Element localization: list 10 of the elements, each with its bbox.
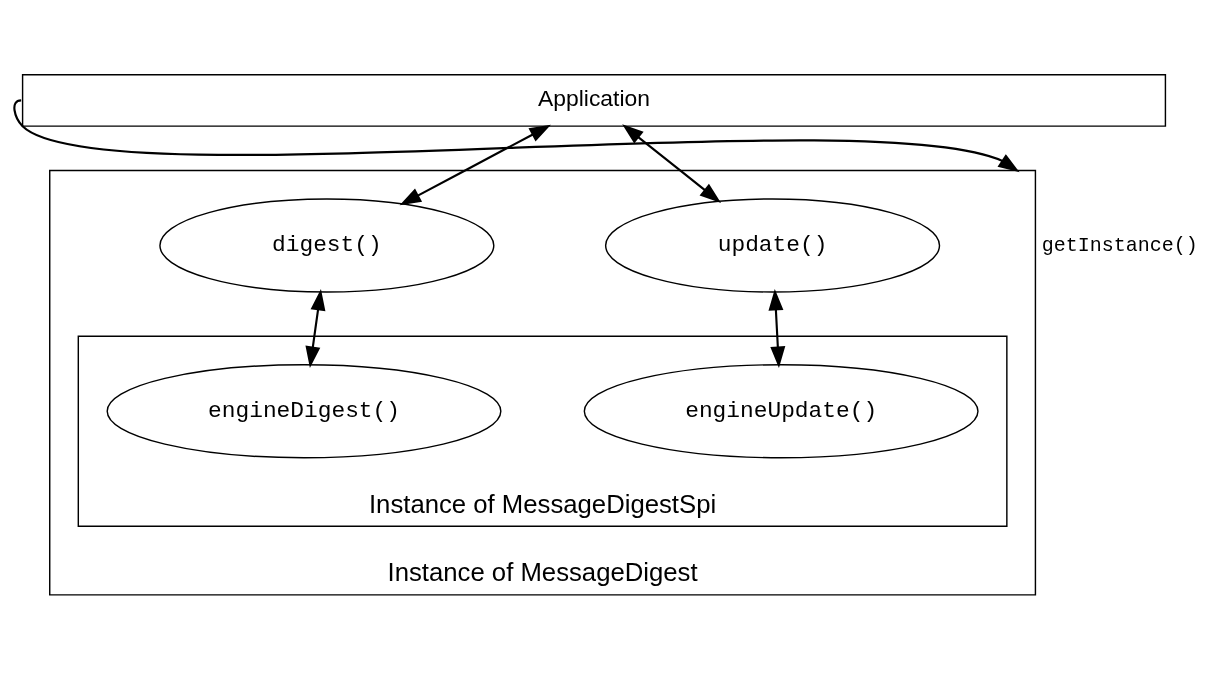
edge-label: getInstance() bbox=[1041, 233, 1198, 257]
node-ellipse: update() bbox=[604, 198, 941, 293]
arrow bbox=[768, 289, 786, 368]
arrow bbox=[399, 124, 551, 206]
arrow bbox=[305, 289, 326, 368]
arrow bbox=[622, 124, 722, 203]
node-box: Application bbox=[21, 74, 1167, 127]
node-ellipse: engineDigest() bbox=[106, 364, 502, 459]
node-ellipse: digest() bbox=[159, 198, 495, 293]
node-ellipse: engineUpdate() bbox=[583, 364, 979, 459]
